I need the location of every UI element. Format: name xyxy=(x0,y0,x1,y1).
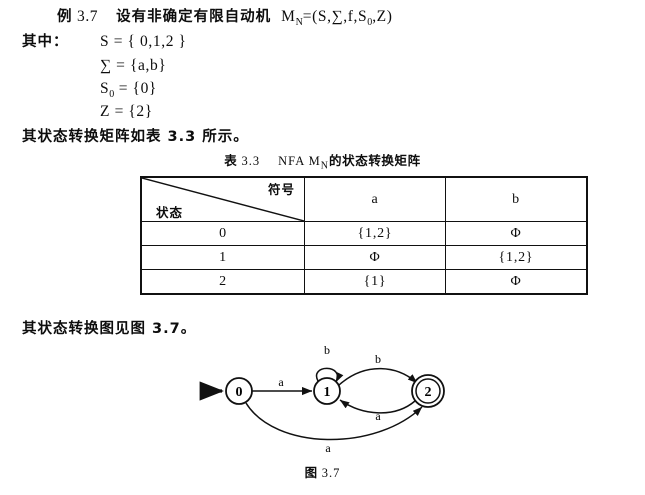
header-state-label: 状态 xyxy=(156,205,184,220)
automaton-formula: MN=(S,∑,f,S0,Z) xyxy=(281,8,393,29)
definition-Z: Z = {2} xyxy=(100,103,153,121)
edge-0-to-2 xyxy=(245,402,423,441)
header-symbol-label: 符号 xyxy=(267,182,295,197)
example-label: 例 xyxy=(57,9,73,25)
graph-intro-text: 其状态转换图见图 3.7。 xyxy=(22,321,197,337)
diagonal-header-cell: 符号 状态 xyxy=(140,176,305,222)
definition-S0-value: {0} xyxy=(132,80,157,97)
table-row: 2 {1} Φ xyxy=(140,269,588,295)
figure-caption: 图 3.7 xyxy=(0,462,645,481)
definition-S-name: S xyxy=(100,33,110,50)
row-0-state: 0 xyxy=(140,221,305,246)
definition-S0-name: S xyxy=(100,80,110,97)
state-node-2-label: 2 xyxy=(425,385,432,400)
edge-1-to-2 xyxy=(338,367,418,386)
edge-2-to-1 xyxy=(339,399,416,414)
state-node-2-inner-circle xyxy=(415,378,441,404)
state-node-2: 2 xyxy=(411,374,445,408)
edge-label-0-2: a xyxy=(325,441,331,455)
row-1-a: Φ xyxy=(304,245,446,270)
row-1-b: {1,2} xyxy=(445,245,588,270)
table-caption-title-b: 的状态转换矩阵 xyxy=(329,153,421,168)
figure-caption-prefix: 图 xyxy=(304,465,318,480)
definition-S: S = { 0,1,2 } xyxy=(100,33,187,51)
state-node-1-label: 1 xyxy=(324,385,331,400)
header-col-b: b xyxy=(445,176,588,222)
definition-Sigma: ∑ = {a,b} xyxy=(100,57,166,75)
state-node-1-circle xyxy=(313,377,341,405)
table-row: 0 {1,2} Φ xyxy=(140,221,588,246)
example-heading-line: 例 3.7 设有非确定有限自动机 MN=(S,∑,f,S0,Z) xyxy=(57,8,393,32)
definition-S-value: { 0,1,2 } xyxy=(127,33,187,50)
edge-1-self-loop xyxy=(315,367,344,383)
state-node-0-circle xyxy=(225,377,253,405)
table-caption-title-a: NFA M xyxy=(278,154,321,168)
state-node-1: 1 xyxy=(313,377,341,405)
row-0-a: {1,2} xyxy=(304,221,446,246)
edge-label-1-2: b xyxy=(375,352,381,366)
definition-Sigma-eq: = xyxy=(116,57,126,74)
table-row: 1 Φ {1,2} xyxy=(140,245,588,270)
row-2-b: Φ xyxy=(445,269,588,295)
definition-S-eq: = xyxy=(113,33,124,50)
definition-S0-eq: = xyxy=(118,80,129,97)
table-caption-title-sub: N xyxy=(320,160,330,172)
table-caption-number: 3.3 xyxy=(241,154,261,168)
edge-label-2-1: a xyxy=(375,409,381,423)
matrix-intro-text: 其状态转换矩阵如表 3.3 所示。 xyxy=(22,129,249,145)
table-caption-prefix: 表 xyxy=(224,153,238,168)
row-2-state: 2 xyxy=(140,269,305,295)
definition-Z-value: {2} xyxy=(128,103,153,120)
header-col-a: a xyxy=(304,176,446,222)
row-0-b: Φ xyxy=(445,221,588,246)
state-node-0: 0 xyxy=(225,377,253,405)
definition-S0: S0 = {0} xyxy=(100,80,157,104)
table-caption: 表 3.3 NFA MN的状态转换矩阵 xyxy=(0,150,645,172)
state-node-0-label: 0 xyxy=(236,385,243,400)
definition-Z-name: Z xyxy=(100,103,111,120)
definition-Sigma-name: ∑ xyxy=(100,57,112,74)
state-transition-diagram: a b b a a 0 1 2 xyxy=(199,343,445,455)
edge-label-0-1: a xyxy=(278,375,284,389)
row-1-state: 1 xyxy=(140,245,305,270)
figure-caption-number: 3.7 xyxy=(321,466,341,480)
row-2-a: {1} xyxy=(304,269,446,295)
definition-S0-sub: 0 xyxy=(109,89,115,101)
transition-matrix-table: 符号 状态 a b 0 {1,2} Φ 1 Φ {1,2} 2 {1} Φ xyxy=(140,176,588,295)
where-label: 其中： xyxy=(22,34,69,50)
definition-Z-eq: = xyxy=(114,103,124,120)
table-header-row: 符号 状态 a b xyxy=(140,176,588,222)
example-text: 设有非确定有限自动机 xyxy=(116,9,272,25)
example-number: 3.7 xyxy=(76,8,99,25)
edge-label-1-self: b xyxy=(324,343,330,357)
definition-Sigma-value: {a,b} xyxy=(129,57,167,74)
